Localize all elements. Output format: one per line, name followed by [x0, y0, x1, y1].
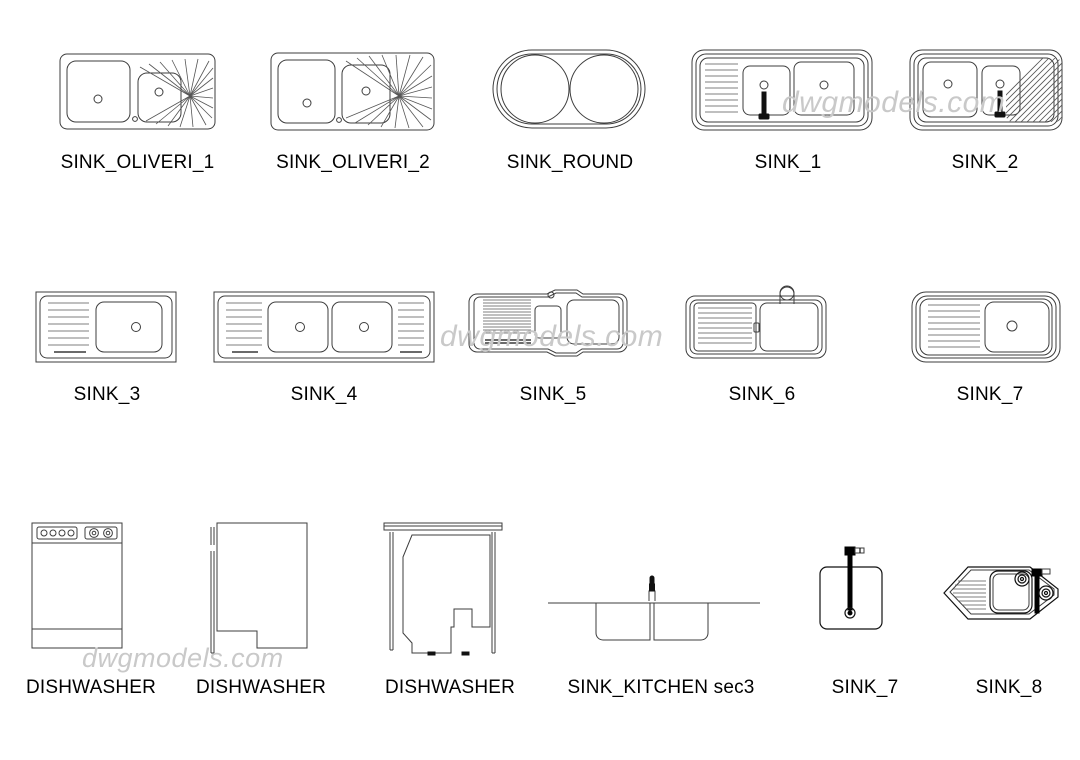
dishwasher-side-drawing — [180, 505, 342, 667]
sink-4-drawing — [200, 282, 448, 372]
sink-7-plan-label: SINK_7 — [956, 384, 1024, 405]
sink-oliveri-2-drawing — [238, 40, 468, 140]
block-sink-round[interactable]: SINK_ROUND — [455, 40, 685, 180]
block-sink-1[interactable]: SINK_1 — [672, 40, 904, 180]
sink-5-drawing — [455, 282, 651, 372]
block-sink-7-plan[interactable]: SINK_7 — [900, 282, 1080, 412]
block-dishwasher-section[interactable]: DISHWASHER — [362, 505, 538, 705]
sink-oliveri-1-drawing — [20, 40, 255, 140]
dishwasher-front-drawing — [10, 505, 172, 667]
block-dishwasher-front[interactable]: DISHWASHER — [10, 505, 172, 705]
dishwasher-section-drawing — [362, 505, 538, 667]
sink-3-drawing — [18, 282, 196, 372]
block-sink-7-elev[interactable]: SINK_7 — [792, 505, 938, 705]
sink-7-elev-drawing — [792, 505, 938, 667]
block-sink-5[interactable]: SINK_5 — [455, 282, 651, 412]
block-sink-8[interactable]: SINK_8 — [938, 505, 1080, 705]
sink-6-label: SINK_6 — [728, 384, 796, 405]
sink-7-plan-drawing — [900, 282, 1080, 372]
sink-round-label: SINK_ROUND — [506, 152, 634, 173]
sink-2-drawing — [890, 40, 1080, 140]
sink-round-drawing — [455, 40, 685, 140]
sink-4-label: SINK_4 — [290, 384, 358, 405]
sink-1-label: SINK_1 — [754, 152, 822, 173]
sink-2-label: SINK_2 — [951, 152, 1019, 173]
block-sink-oliveri-1[interactable]: SINK_OLIVERI_1 — [20, 40, 255, 180]
sink-1-drawing — [672, 40, 904, 140]
sink-8-drawing — [938, 505, 1080, 667]
sink-3-label: SINK_3 — [73, 384, 141, 405]
sink-8-label: SINK_8 — [975, 677, 1043, 698]
sink-kitchen-sec3-label: SINK_KITCHEN sec3 — [567, 677, 755, 698]
sink-7-elev-label: SINK_7 — [831, 677, 899, 698]
block-sink-kitchen-sec3[interactable]: SINK_KITCHEN sec3 — [548, 505, 774, 705]
block-sink-4[interactable]: SINK_4 — [200, 282, 448, 412]
sink-oliveri-2-label: SINK_OLIVERI_2 — [276, 152, 430, 173]
dishwasher-section-label: DISHWASHER — [384, 677, 516, 698]
sink-6-drawing — [672, 282, 852, 372]
block-dishwasher-side[interactable]: DISHWASHER — [180, 505, 342, 705]
block-sink-2[interactable]: SINK_2 — [890, 40, 1080, 180]
sink-5-label: SINK_5 — [519, 384, 587, 405]
block-sink-6[interactable]: SINK_6 — [672, 282, 852, 412]
block-sink-oliveri-2[interactable]: SINK_OLIVERI_2 — [238, 40, 468, 180]
sink-kitchen-sec3-drawing — [548, 505, 774, 667]
dishwasher-front-label: DISHWASHER — [25, 677, 157, 698]
sink-oliveri-1-label: SINK_OLIVERI_1 — [60, 152, 215, 173]
block-sink-3[interactable]: SINK_3 — [18, 282, 196, 412]
dishwasher-side-label: DISHWASHER — [195, 677, 327, 698]
